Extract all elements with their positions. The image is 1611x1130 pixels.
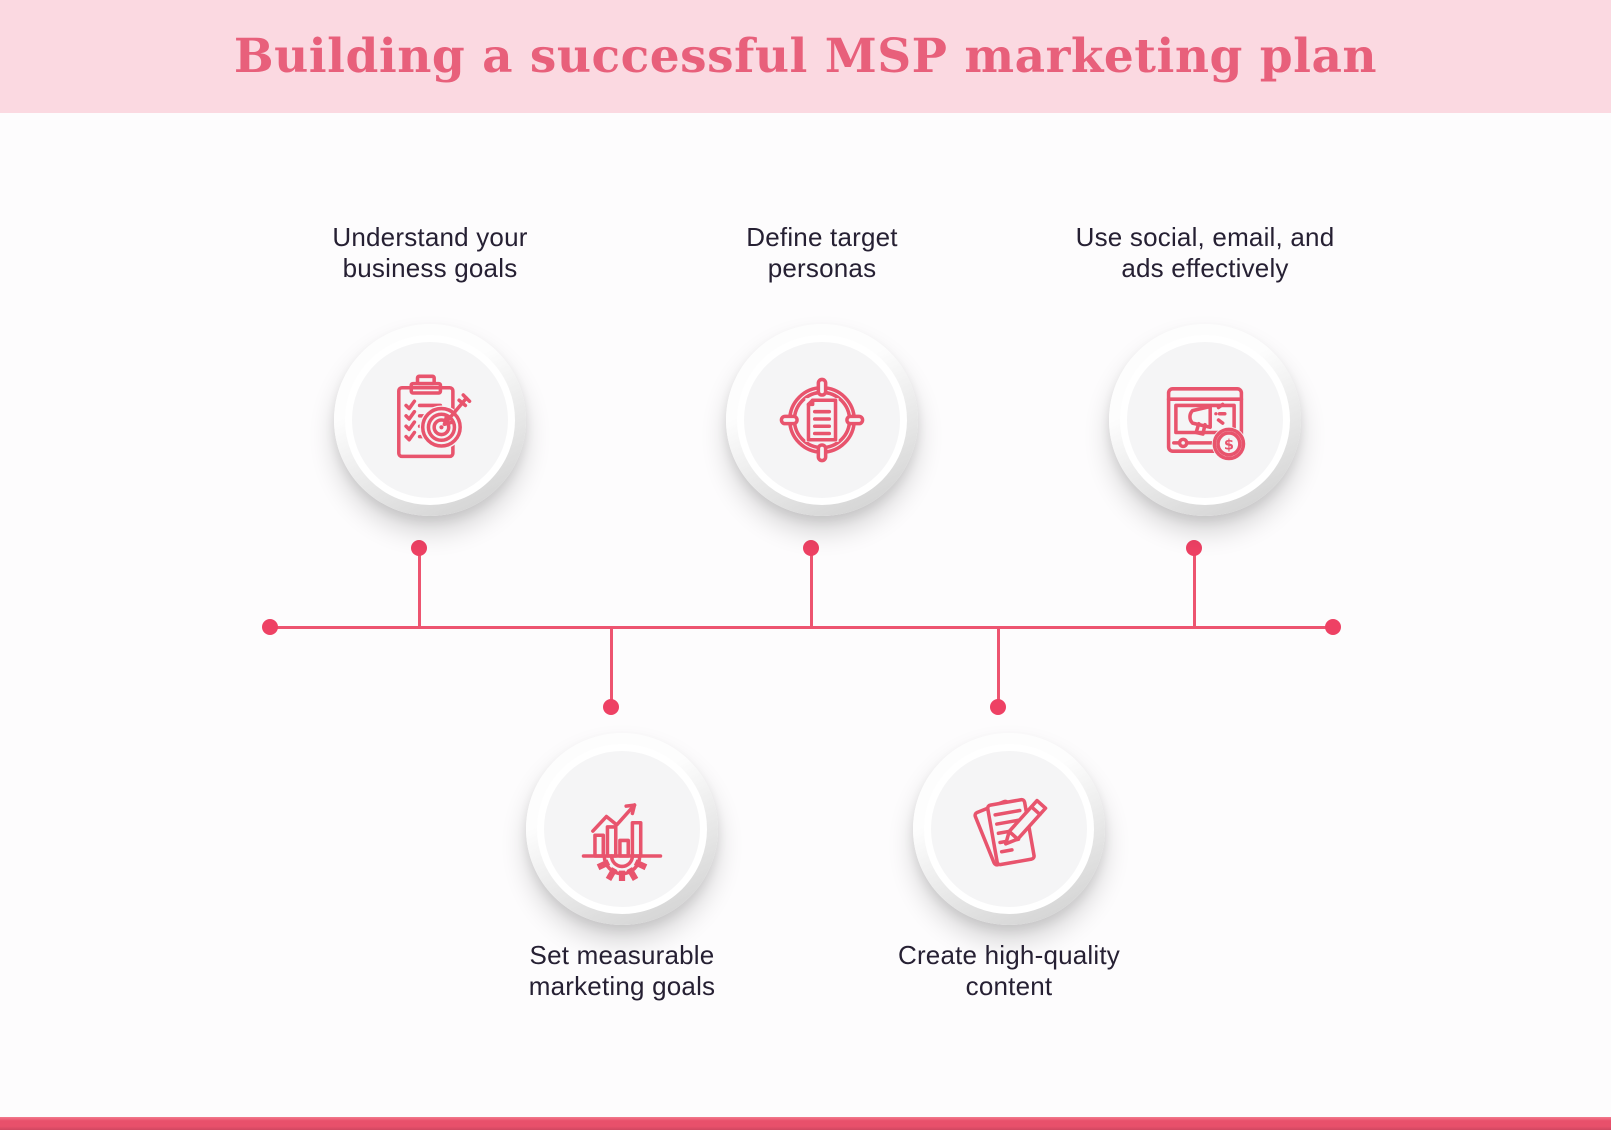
timeline-dot-left <box>262 619 278 635</box>
step-node-5: Create high-quality content <box>829 733 1189 1002</box>
browser-megaphone-dollar-icon: $ <box>1166 387 1247 462</box>
timeline-dot-right <box>1325 619 1341 635</box>
step-label-5: Create high-quality content <box>897 940 1121 1001</box>
header-band: Building a successful MSP marketing plan <box>0 0 1611 113</box>
document-crosshair-icon <box>779 377 865 463</box>
step-node-3: Use social, email, and ads effectively <box>1025 222 1385 516</box>
step-node-2: Define target personas <box>642 222 1002 516</box>
clipboard-target-icon <box>397 374 472 459</box>
connector-dot-3 <box>1186 540 1202 556</box>
svg-text:$: $ <box>1224 437 1234 454</box>
step-circle-5 <box>913 733 1105 925</box>
step-label-3: Use social, email, and ads effectively <box>1075 222 1335 283</box>
connector-line-2 <box>810 547 813 627</box>
connector-line-3 <box>1193 547 1196 627</box>
timeline-line <box>270 626 1333 629</box>
chart-gear-icon <box>581 803 663 881</box>
step-circle-4 <box>526 733 718 925</box>
step-label-4: Set measurable marketing goals <box>528 940 716 1001</box>
step-label-1: Understand your business goals <box>332 222 528 283</box>
connector-dot-5 <box>990 699 1006 715</box>
connector-dot-2 <box>803 540 819 556</box>
footer-bar <box>0 1117 1611 1130</box>
connector-dot-4 <box>603 699 619 715</box>
connector-line-4 <box>610 629 613 707</box>
connector-dot-1 <box>411 540 427 556</box>
notes-pencil-icon <box>973 797 1048 867</box>
step-node-1: Understand your business goals <box>250 222 610 516</box>
step-node-4: Set measurable marketing goals <box>442 733 802 1002</box>
connector-line-1 <box>418 547 421 627</box>
step-circle-2 <box>726 324 918 516</box>
step-label-2: Define target personas <box>746 222 898 283</box>
page-title: Building a successful MSP marketing plan <box>233 29 1378 84</box>
step-circle-1 <box>334 324 526 516</box>
connector-line-5 <box>997 629 1000 707</box>
step-circle-3: $ <box>1109 324 1301 516</box>
